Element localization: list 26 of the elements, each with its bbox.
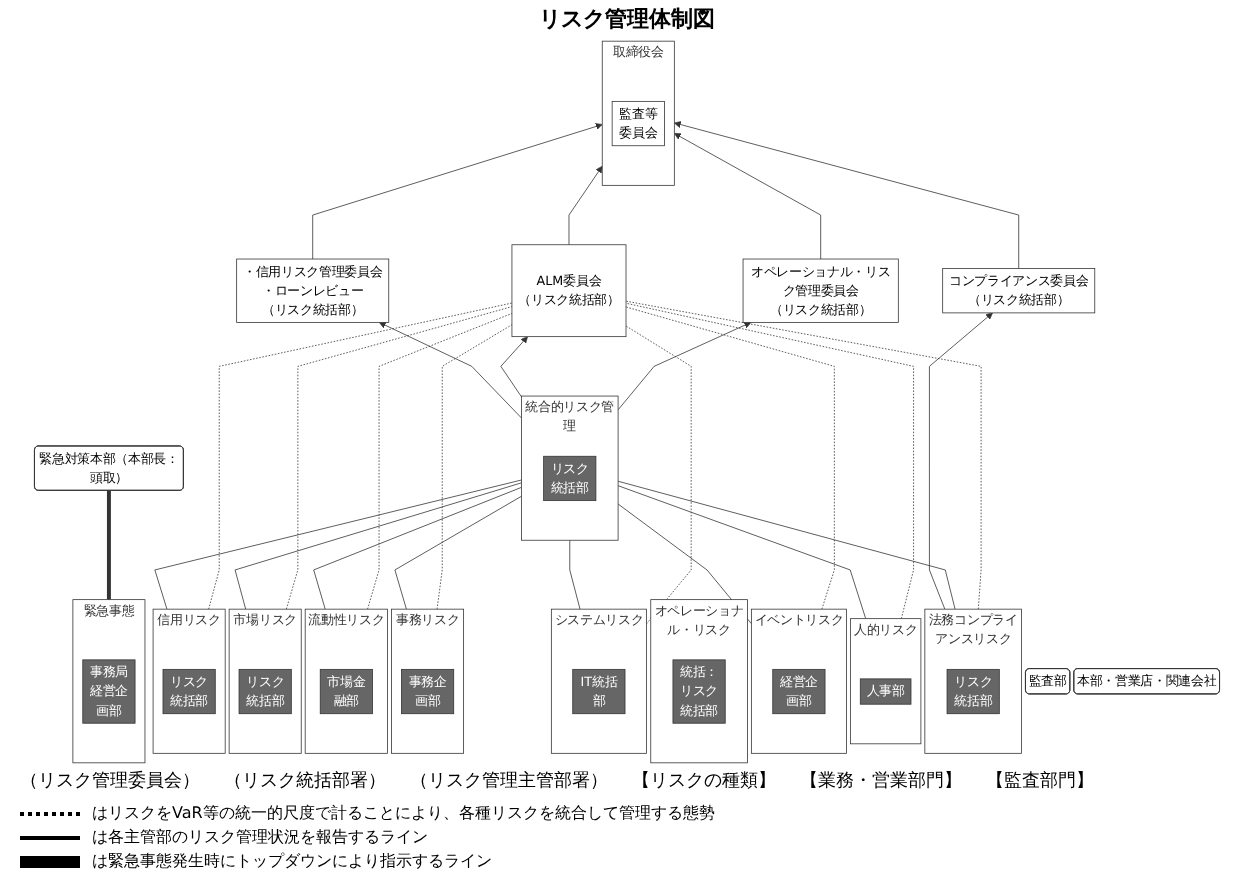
connector — [617, 480, 956, 610]
connector — [313, 486, 522, 610]
row-label: （リスク管理委員会） — [20, 768, 200, 794]
connector — [625, 302, 914, 620]
connector — [625, 325, 692, 625]
connector — [285, 306, 513, 610]
legend-text: は緊急事態発生時にトップダウンにより指示するライン — [92, 850, 492, 872]
diagram-title: リスク管理体制図 — [537, 4, 717, 34]
connector — [234, 482, 522, 610]
row-label: 【リスクの種類】 — [632, 769, 776, 794]
connector — [394, 495, 522, 610]
connector — [625, 306, 835, 610]
connector — [569, 539, 581, 610]
row-label: 【監査部門】 — [986, 769, 1094, 794]
connector — [436, 324, 513, 610]
row-label: 【業務・営業部門】 — [800, 769, 962, 794]
connector — [625, 300, 982, 610]
row-label: （リスク統括部署） — [224, 769, 386, 794]
row-label: （リスク管理主管部署） — [410, 769, 608, 794]
legend-text: は各主管部のリスク管理状況を報告するライン — [92, 826, 428, 848]
connector — [367, 313, 513, 610]
connector — [208, 302, 513, 610]
connector — [154, 479, 522, 610]
connector — [617, 485, 867, 620]
legend-text: はリスクをVaR等の統一的尺度で計ることにより、各種リスクを統合して管理する態勢 — [92, 802, 715, 824]
connector — [106, 490, 111, 600]
